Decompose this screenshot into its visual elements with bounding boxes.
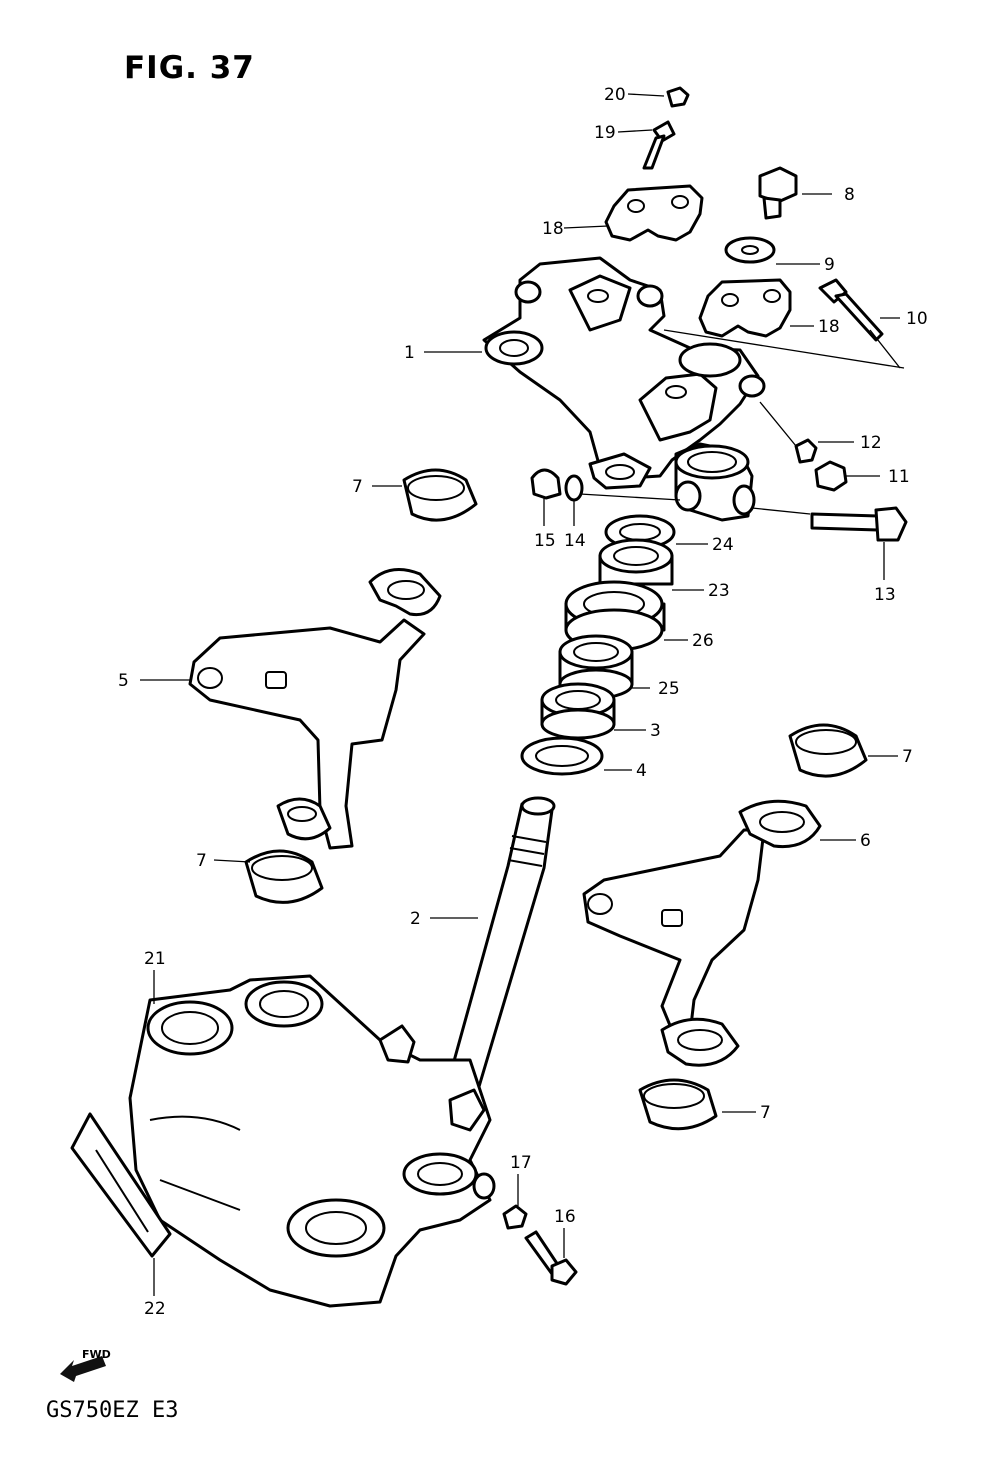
part-18-lower-clamp: [698, 278, 792, 338]
callout-3: 3: [650, 721, 661, 741]
callout-12: 12: [860, 433, 882, 453]
part-5-left-bracket: [188, 568, 442, 850]
part-4-dust-cover: [520, 736, 604, 776]
callout-8: 8: [844, 185, 855, 205]
callout-4: 4: [636, 761, 647, 781]
part-3-race: [540, 682, 616, 740]
callout-7-right-upper: 7: [902, 747, 913, 767]
callout-2: 2: [410, 909, 421, 929]
callout-9: 9: [824, 255, 835, 275]
callout-16: 16: [554, 1207, 576, 1227]
part-22-label-plate: [70, 1112, 172, 1258]
callout-23: 23: [708, 581, 730, 601]
callout-17: 17: [510, 1153, 532, 1173]
callout-labels: 20 19 8 18 9 18 10 1 12 11 7 15 14 13 24…: [118, 85, 928, 1319]
part-12-nut: [794, 438, 818, 464]
part-1-upper-bracket: [482, 256, 766, 522]
part-10-bolt: [818, 278, 884, 342]
callout-24: 24: [712, 535, 734, 555]
part-2-steering-stem: [444, 796, 556, 1092]
part-20-nut: [666, 86, 690, 108]
callout-26: 26: [692, 631, 714, 651]
part-18-upper-clamp: [604, 184, 704, 242]
part-11-nut: [814, 460, 848, 492]
callout-11: 11: [888, 467, 910, 487]
part-13-bolt: [810, 506, 908, 542]
part-23-race: [598, 538, 674, 586]
callout-10: 10: [906, 309, 928, 329]
callout-7-left-lower: 7: [196, 851, 207, 871]
callout-25: 25: [658, 679, 680, 699]
callout-18-upper: 18: [542, 219, 564, 239]
figure-title: FIG. 37: [124, 50, 255, 86]
callout-20: 20: [604, 85, 626, 105]
model-code: GS750EZ E3: [46, 1398, 179, 1423]
leader-lines: [140, 93, 905, 1296]
callout-14: 14: [564, 531, 586, 551]
fwd-label: FWD: [82, 1348, 111, 1361]
callout-7-upper-left: 7: [352, 477, 363, 497]
callout-18-lower: 18: [818, 317, 840, 337]
callout-15: 15: [534, 531, 556, 551]
callout-19: 19: [594, 123, 616, 143]
part-17-nut: [502, 1204, 528, 1230]
part-21-lower-bracket: [128, 974, 496, 1308]
part-7-grommet-upper-left: [402, 468, 478, 522]
part-6-right-bracket: [582, 799, 822, 1067]
part-7-grommet-left-lower: [244, 849, 324, 904]
part-16-bolt: [524, 1230, 578, 1286]
callout-7-right-lower: 7: [760, 1103, 771, 1123]
part-26-dust-seal: [564, 580, 666, 652]
callout-22: 22: [144, 1299, 166, 1319]
callout-21: 21: [144, 949, 166, 969]
callout-13: 13: [874, 585, 896, 605]
part-14-washer: [564, 474, 584, 502]
callout-1: 1: [404, 343, 415, 363]
callout-6: 6: [860, 831, 871, 851]
callout-5: 5: [118, 671, 129, 691]
part-15-cap-nut: [530, 468, 562, 500]
part-8-bolt: [758, 166, 798, 220]
part-25-bearing: [558, 634, 634, 700]
part-7-grommet-right-upper: [788, 723, 868, 778]
part-9-washer: [724, 236, 776, 264]
fwd-arrow-icon: FWD: [60, 1348, 111, 1382]
part-19-bolt: [642, 120, 676, 170]
part-7-grommet-right-lower: [638, 1078, 718, 1131]
